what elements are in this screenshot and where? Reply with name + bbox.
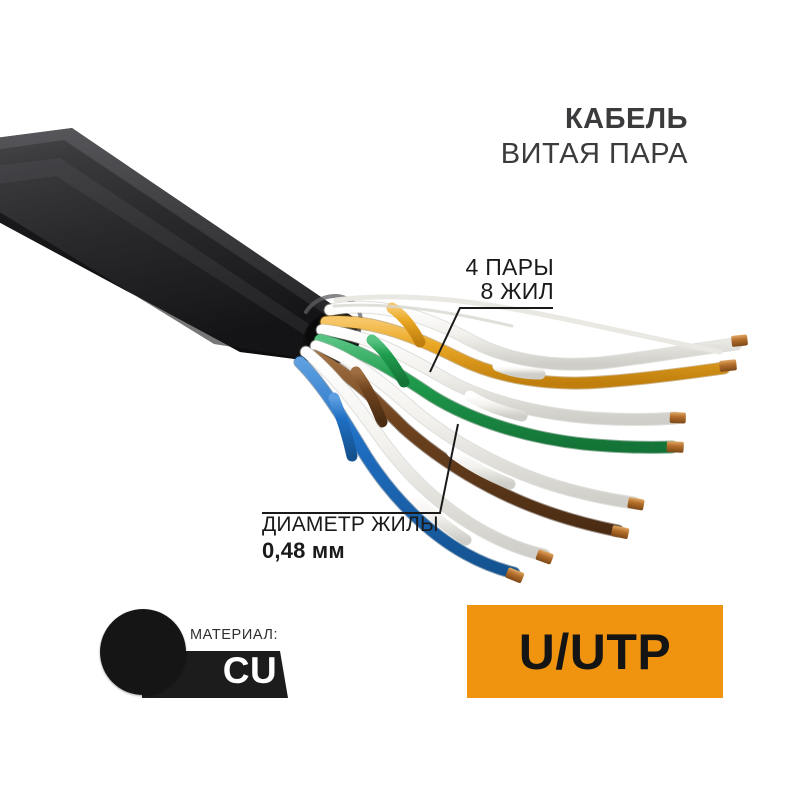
page-title: КАБЕЛЬ ВИТАЯ ПАРА [0,105,688,169]
pair-orange [319,300,748,390]
leader-line-pairs [429,307,553,373]
callout-pairs-line2: 8 ЖИЛ [480,278,554,305]
callout-diameter-value: 0,48 мм [262,538,345,564]
copper-tip [719,334,748,372]
title-subtitle: ВИТАЯ ПАРА [500,138,688,170]
material-value: CU [222,650,278,691]
copper-disc-surface [107,616,179,688]
material-label: МАТЕРИАЛ: [190,627,279,643]
callout-conductor-diameter: ДИАМЕТР ЖИЛЫ 0,48 мм [262,513,439,564]
callout-diameter-label: ДИАМЕТР ЖИЛЫ [262,513,439,536]
copper-tip [666,412,686,453]
callout-pairs-line1: 4 ПАРЫ [465,254,554,280]
leader-lines [262,307,553,514]
copper-disc-icon [100,609,186,695]
callout-pairs: 4 ПАРЫ 8 ЖИЛ [330,255,554,304]
title-main: КАБЕЛЬ [564,103,688,135]
leader-line-diameter [262,423,459,514]
ripcord [332,294,723,355]
copper-tip [611,497,645,539]
copper-tip [505,549,554,583]
pair-brown [307,339,645,539]
pair-green [313,323,686,454]
shielding-type-badge: U/UTP [467,605,723,698]
material-badge: МАТЕРИАЛ: CU [98,605,288,701]
shielding-type-label: U/UTP [518,623,672,680]
